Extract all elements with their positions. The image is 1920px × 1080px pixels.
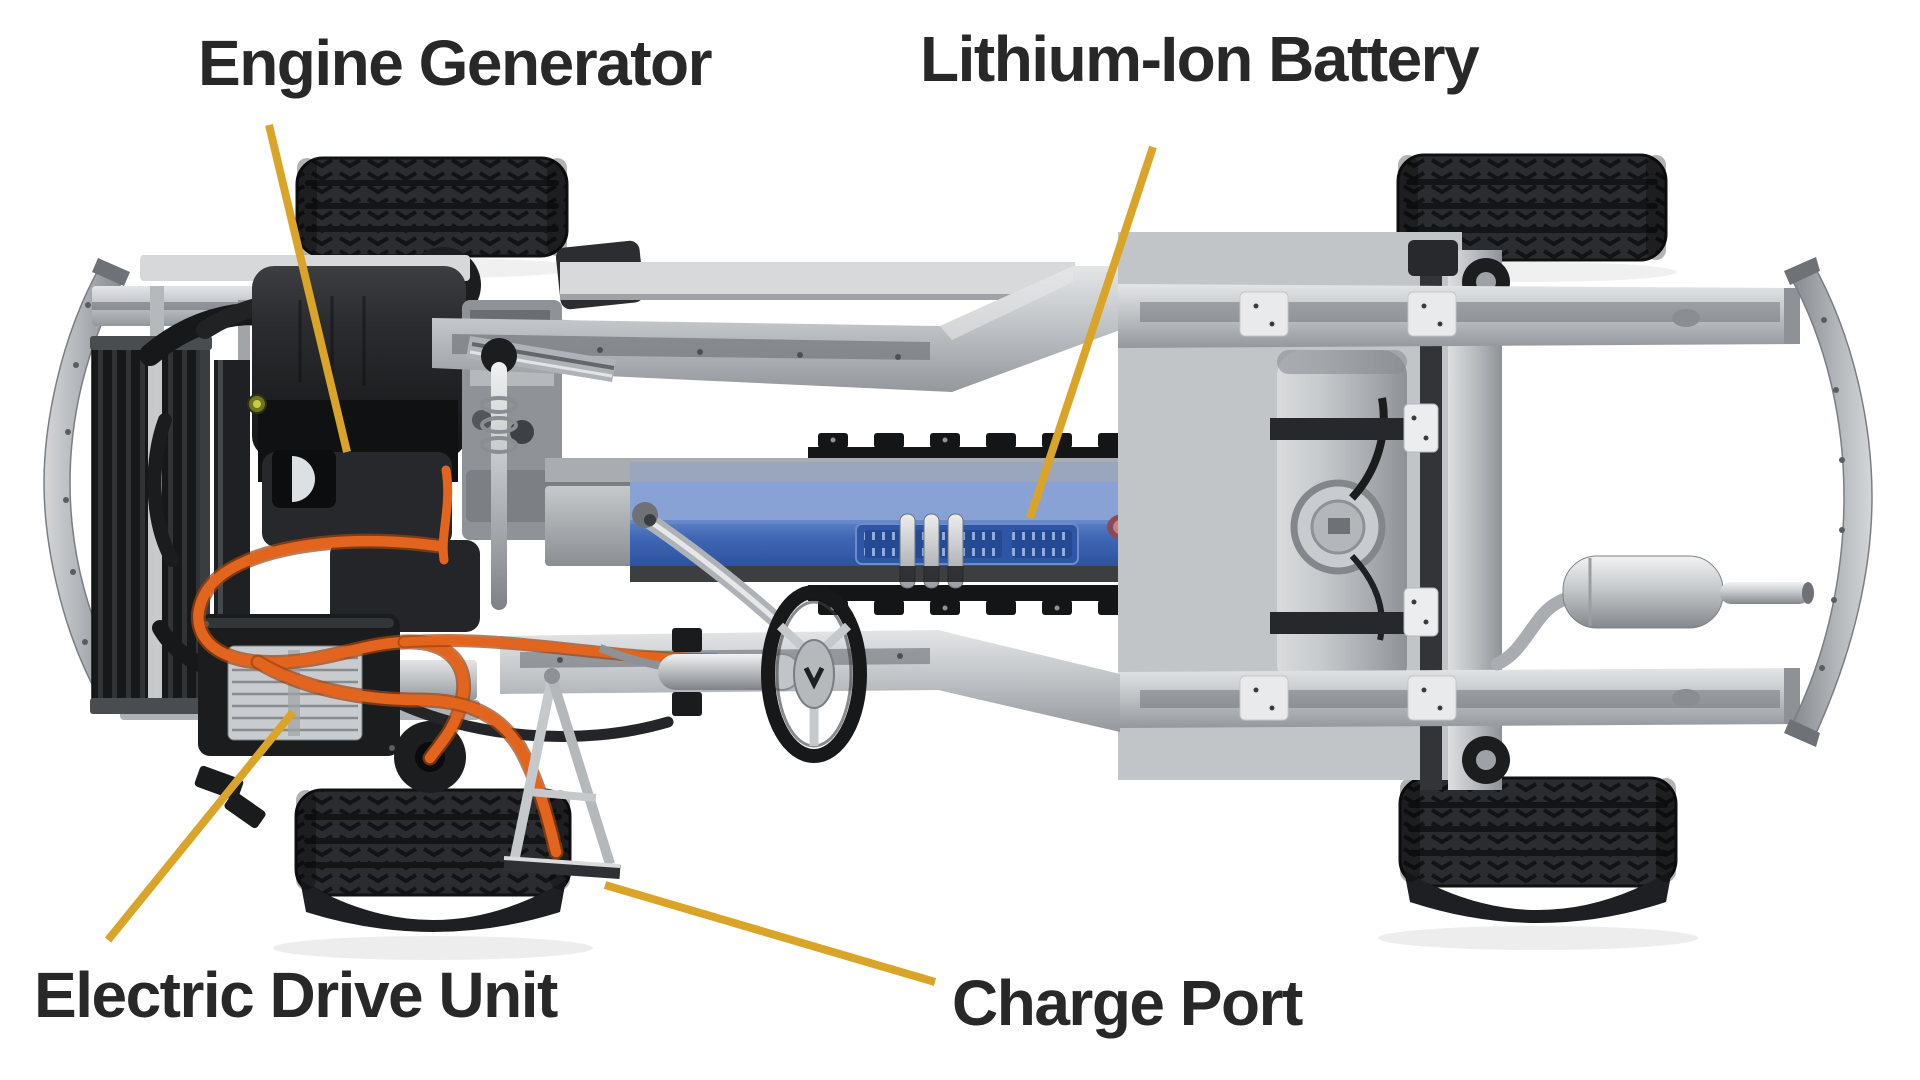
label-engine-generator: Engine Generator bbox=[198, 27, 713, 99]
leader-lines bbox=[104, 124, 1157, 986]
fuel-tank bbox=[1270, 350, 1439, 690]
steering-wheel bbox=[761, 585, 867, 763]
leader-line-engine-generator bbox=[265, 124, 351, 453]
rear-rail-upper bbox=[1118, 284, 1800, 348]
label-lithium-ion-battery: Lithium-Ion Battery bbox=[920, 23, 1480, 95]
rear-rail-lower bbox=[1118, 668, 1800, 728]
leader-line-electric-drive-unit bbox=[104, 709, 297, 943]
rear-bumper bbox=[1784, 257, 1873, 747]
wheel-rear-lower bbox=[1398, 776, 1678, 923]
radiator bbox=[90, 336, 250, 714]
sway-bar bbox=[386, 694, 674, 742]
front-strut bbox=[480, 338, 518, 610]
label-electric-drive-unit: Electric Drive Unit bbox=[34, 959, 558, 1031]
exhaust-muffler bbox=[1490, 555, 1814, 671]
rocker-rail-upper bbox=[432, 262, 1120, 392]
leader-line-charge-port bbox=[603, 881, 937, 986]
wheel-front-upper bbox=[295, 156, 569, 258]
charge-port-frame bbox=[503, 668, 621, 879]
label-charge-port: Charge Port bbox=[952, 967, 1303, 1039]
steering-column bbox=[632, 502, 786, 630]
wheel-rear-upper bbox=[1396, 153, 1668, 262]
leader-line-lithium-ion-battery bbox=[1026, 145, 1157, 520]
driveshaft bbox=[598, 628, 801, 716]
